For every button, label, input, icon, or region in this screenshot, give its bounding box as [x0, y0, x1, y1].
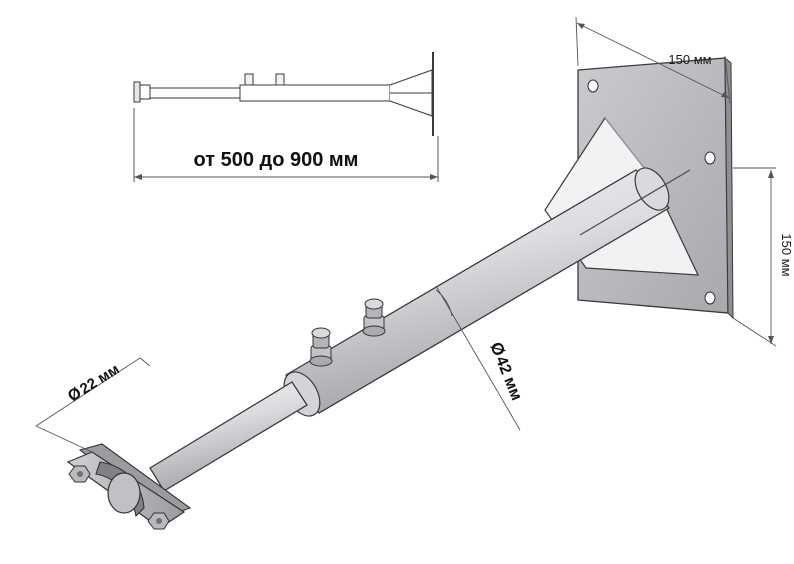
- plate-height-label: 150 мм: [779, 233, 794, 276]
- pipe-slot: [579, 169, 691, 236]
- side-view-drawing: [133, 52, 439, 182]
- locking-bolt: [309, 327, 333, 367]
- plate-width-label: 150 мм: [668, 52, 711, 67]
- inner-diameter-callout: Ø 22 мм: [65, 361, 122, 406]
- side-view-inner-pipe: [149, 87, 241, 99]
- outer-diameter-leader: [435, 285, 521, 431]
- outer-diameter-callout: Ø 42 мм: [486, 339, 525, 403]
- side-view-bolt: [244, 73, 254, 86]
- side-view-bolt: [275, 73, 285, 86]
- mounting-hole: [587, 79, 599, 93]
- mounting-hole: [704, 291, 716, 305]
- inner-diameter-dim-line: [35, 357, 141, 427]
- side-view-clamp: [133, 81, 141, 103]
- mounting-hole: [704, 151, 716, 165]
- length-range-label: от 500 до 900 мм: [194, 149, 359, 171]
- inner-pipe: [149, 381, 308, 492]
- outer-diameter-label: 42 мм: [492, 354, 525, 403]
- plate-width-dimension-line: [576, 22, 730, 99]
- inner-diameter-label: 22 мм: [77, 361, 123, 398]
- locking-bolt: [362, 298, 386, 337]
- diameter-symbol: Ø: [486, 339, 509, 358]
- side-view-outer-pipe: [239, 84, 391, 102]
- end-clamp: [66, 443, 192, 530]
